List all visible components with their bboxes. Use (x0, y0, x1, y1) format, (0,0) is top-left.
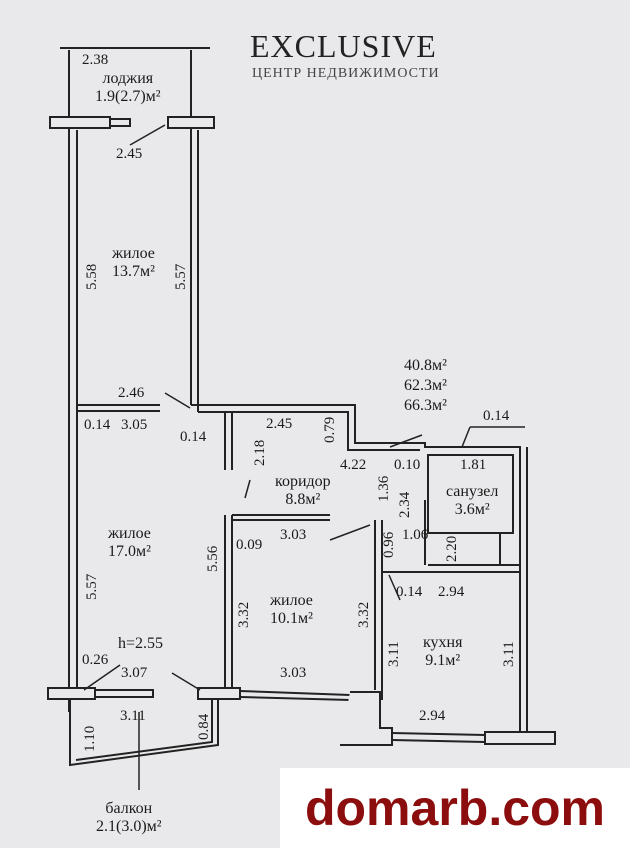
total-area: 62.3м² (404, 377, 447, 394)
dim: 0.14 (483, 408, 510, 424)
room-name: коридор (275, 473, 331, 490)
dim: 2.94 (419, 708, 446, 724)
dim: 2.46 (118, 385, 145, 401)
room-area: 17.0м² (108, 543, 151, 560)
room-area: 3.6м² (454, 501, 490, 518)
dim: 5.57 (84, 573, 100, 600)
dim: 3.07 (121, 665, 148, 681)
room-area: 10.1м² (270, 610, 313, 627)
logo-subtitle: ЦЕНТР НЕДВИЖИМОСТИ (252, 66, 440, 81)
dim: 3.03 (280, 527, 307, 543)
room-name: жилое (108, 525, 151, 542)
room-area: 9.1м² (425, 652, 461, 669)
room-area: 13.7м² (112, 263, 155, 280)
dim: 1.06 (402, 527, 429, 543)
dim: 0.10 (394, 457, 421, 473)
ceiling-height: h=2.55 (118, 635, 164, 652)
room-area: 8.8м² (285, 491, 321, 508)
dim: 3.05 (121, 417, 148, 433)
total-areas: 40.8м² 62.3м² 66.3м² (404, 356, 447, 416)
dim: 2.94 (438, 584, 465, 600)
dim: 0.09 (236, 537, 263, 553)
dim: 2.18 (252, 439, 268, 466)
dim: 0.79 (322, 416, 338, 443)
dim: 0.14 (84, 417, 111, 433)
dim: 0.26 (82, 652, 109, 668)
dim: 1.36 (376, 475, 392, 502)
room-name: санузел (446, 483, 499, 500)
room-name: кухня (423, 634, 463, 651)
dim: 2.45 (266, 416, 293, 432)
dim: 2.34 (397, 491, 413, 518)
dim: 0.84 (196, 713, 212, 740)
dim: 2.45 (116, 146, 143, 162)
dim: 1.81 (460, 457, 487, 473)
dim: 5.58 (84, 263, 100, 290)
total-living-area: 40.8м² (404, 357, 447, 374)
domarb-watermark: domarb.com (280, 768, 630, 848)
room-name: жилое (112, 245, 155, 262)
dim: 5.57 (173, 263, 189, 290)
dim: 5.56 (205, 545, 221, 572)
dim: 0.14 (396, 584, 423, 600)
room-name: балкон (105, 800, 153, 817)
dim: 4.22 (340, 457, 367, 473)
dim: 3.11 (120, 708, 146, 724)
total-area-with-balconies: 66.3м² (404, 397, 447, 414)
room-name: лоджия (102, 70, 154, 87)
dim: 2.20 (444, 535, 460, 562)
dim: 3.11 (386, 641, 402, 667)
dim: 0.96 (381, 531, 397, 558)
room-area: 2.1(3.0)м² (96, 818, 162, 835)
room-name: жилое (270, 592, 313, 609)
dim: 3.11 (501, 641, 517, 667)
dim: 1.10 (82, 725, 98, 752)
room-area: 1.9(2.7)м² (95, 88, 161, 105)
dim: 3.32 (236, 601, 252, 628)
dim: 0.14 (180, 429, 207, 445)
dim: 3.03 (280, 665, 307, 681)
exclusive-logo: EXCLUSIVE (250, 28, 437, 64)
dim: 3.32 (356, 601, 372, 628)
dim: 2.38 (82, 52, 109, 68)
